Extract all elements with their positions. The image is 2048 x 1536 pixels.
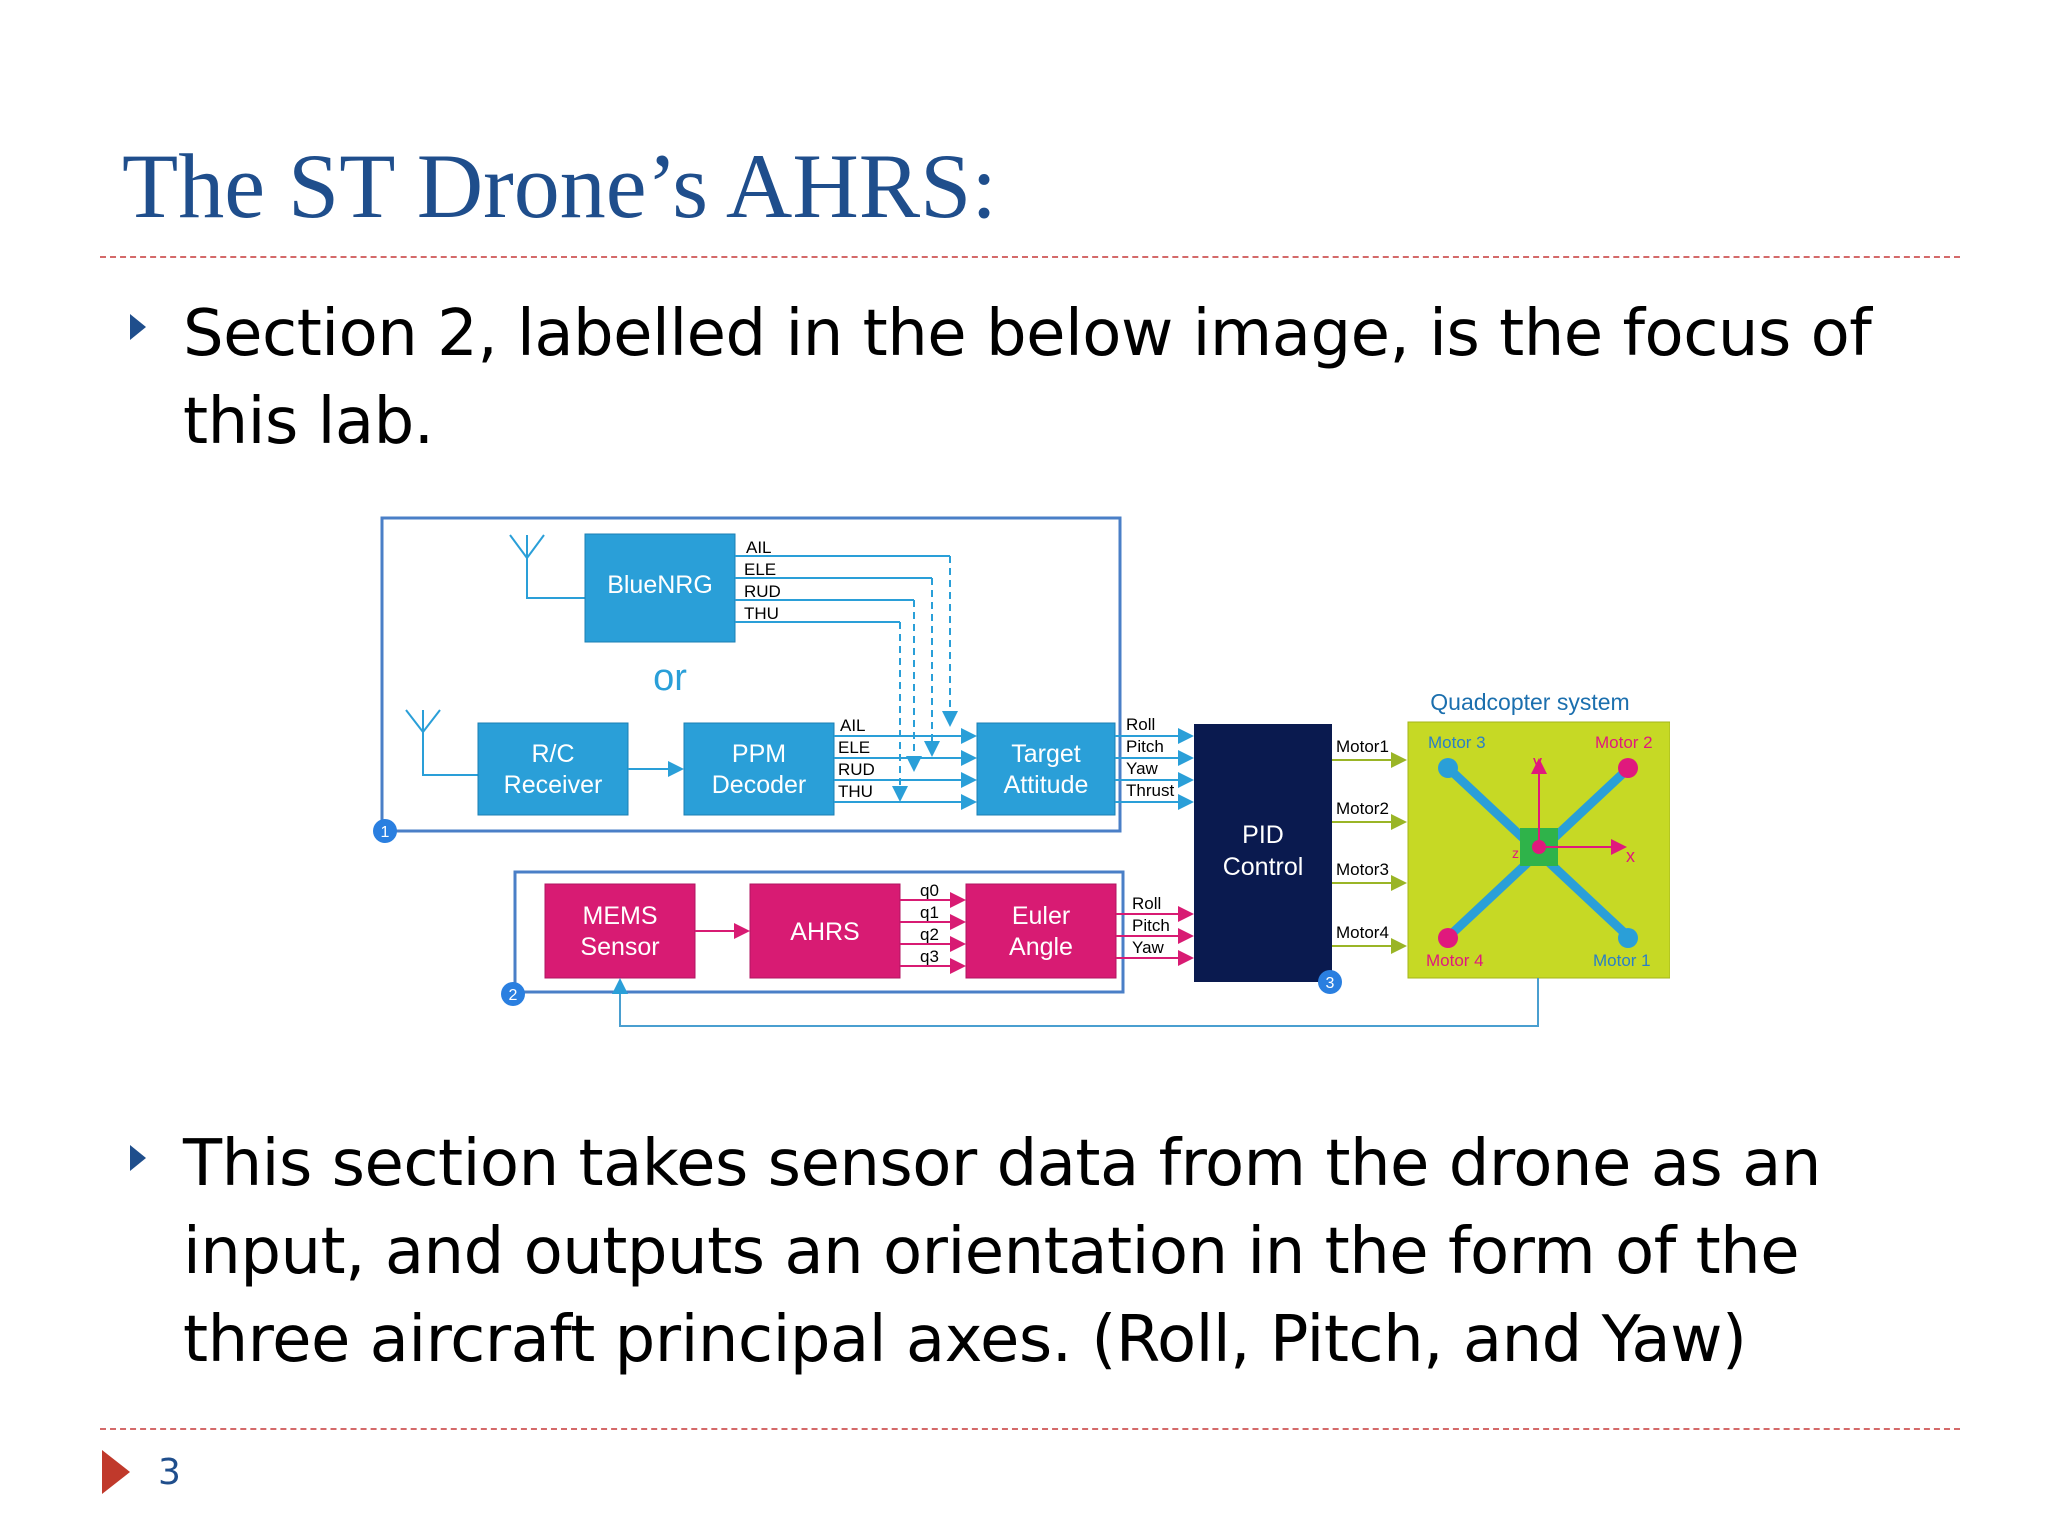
quaternion-q2: q2 (920, 925, 939, 944)
ppm-signal-ail: AIL (840, 716, 866, 735)
quaternion-q0: q0 (920, 881, 939, 900)
motor-4-label: Motor 4 (1426, 951, 1484, 970)
motor-output-4: Motor4 (1336, 923, 1389, 942)
antenna-icon-top (509, 534, 585, 599)
or-label: or (653, 657, 687, 699)
antenna-icon-bottom (405, 709, 478, 776)
bullet-text-1: Section 2, labelled in the below image, … (183, 297, 1872, 459)
pid-control-label-line1: PID (1242, 821, 1284, 849)
bluenrg-block (584, 533, 736, 643)
quadcopter-title: Quadcopter system (1430, 689, 1629, 715)
pid-control-block (1194, 724, 1332, 982)
axis-z-label: z (1512, 845, 1519, 861)
ppm-decoder-label-line1: PPM (732, 740, 786, 768)
axis-x-label: x (1626, 846, 1635, 866)
motor-output-3: Motor3 (1336, 860, 1389, 879)
feedback-line (612, 978, 1539, 1027)
target-output-thrust: Thrust (1126, 781, 1174, 800)
motor-1-label: Motor 1 (1593, 951, 1651, 970)
pid-control-label-line2: Control (1223, 853, 1304, 881)
section-marker-3-icon (1318, 970, 1342, 994)
target-attitude-block (976, 722, 1116, 816)
euler-output-pitch: Pitch (1132, 916, 1170, 935)
page-number: 3 (158, 1452, 181, 1493)
quadcopter-frame-icon (1438, 758, 1638, 948)
rc-receiver-label-line1: R/C (531, 740, 574, 768)
bullet-text-2: This section takes sensor data from the … (183, 1127, 1821, 1377)
ahrs-block-diagram: BlueNRG or AIL ELE RUD THU R/C Receiver … (373, 516, 1670, 1027)
ppm-signal-ele: ELE (838, 738, 870, 757)
ppm-decoder-block (683, 722, 835, 816)
section-marker-1-icon (373, 819, 397, 843)
quaternion-q3: q3 (920, 947, 939, 966)
bullet-marker-2 (130, 1145, 146, 1171)
motor-output-2: Motor2 (1336, 799, 1389, 818)
target-attitude-label-line1: Target (1011, 740, 1081, 768)
title-divider (100, 256, 1960, 258)
section-marker-1: 1 (381, 824, 390, 841)
motor-3-label: Motor 3 (1428, 733, 1486, 752)
section-marker-2: 2 (509, 987, 518, 1004)
mems-sensor-label-line2: Sensor (580, 933, 659, 961)
slide-title: The ST Drone’s AHRS: (122, 135, 997, 237)
section-marker-3: 3 (1326, 975, 1335, 992)
footer-arrow-icon (102, 1450, 130, 1494)
ahrs-label: AHRS (790, 918, 859, 946)
ahrs-block (749, 883, 901, 979)
section-2-frame (513, 870, 1125, 994)
bluenrg-signal-ele: ELE (744, 560, 776, 579)
target-output-yaw: Yaw (1126, 759, 1159, 778)
bluenrg-signal-rud: RUD (744, 582, 781, 601)
mems-sensor-label-line1: MEMS (583, 902, 658, 930)
motor-output-1: Motor1 (1336, 737, 1389, 756)
euler-output-roll: Roll (1132, 894, 1161, 913)
euler-angle-label-line2: Angle (1009, 933, 1073, 961)
motor-2-label: Motor 2 (1595, 733, 1653, 752)
ppm-signal-rud: RUD (838, 760, 875, 779)
euler-output-yaw: Yaw (1132, 938, 1165, 957)
euler-angle-label-line1: Euler (1012, 902, 1070, 930)
bluenrg-signal-thu: THU (744, 604, 779, 623)
rc-receiver-label-line2: Receiver (504, 771, 603, 799)
target-output-roll: Roll (1126, 715, 1155, 734)
target-attitude-label-line2: Attitude (1004, 771, 1089, 799)
mems-sensor-block (544, 883, 696, 979)
ppm-signal-thu: THU (838, 782, 873, 801)
section-1-frame (380, 516, 1122, 833)
rc-receiver-block (477, 722, 629, 816)
axis-y-label: y (1533, 752, 1542, 772)
target-output-pitch: Pitch (1126, 737, 1164, 756)
bullet-marker-1 (130, 314, 146, 340)
footer-divider (100, 1428, 1960, 1430)
bluenrg-label: BlueNRG (607, 571, 713, 599)
bluenrg-signal-ail: AIL (746, 538, 772, 557)
euler-angle-block (965, 883, 1117, 979)
ppm-decoder-label-line2: Decoder (712, 771, 807, 799)
section-marker-2-icon (501, 982, 525, 1006)
quaternion-q1: q1 (920, 903, 939, 922)
